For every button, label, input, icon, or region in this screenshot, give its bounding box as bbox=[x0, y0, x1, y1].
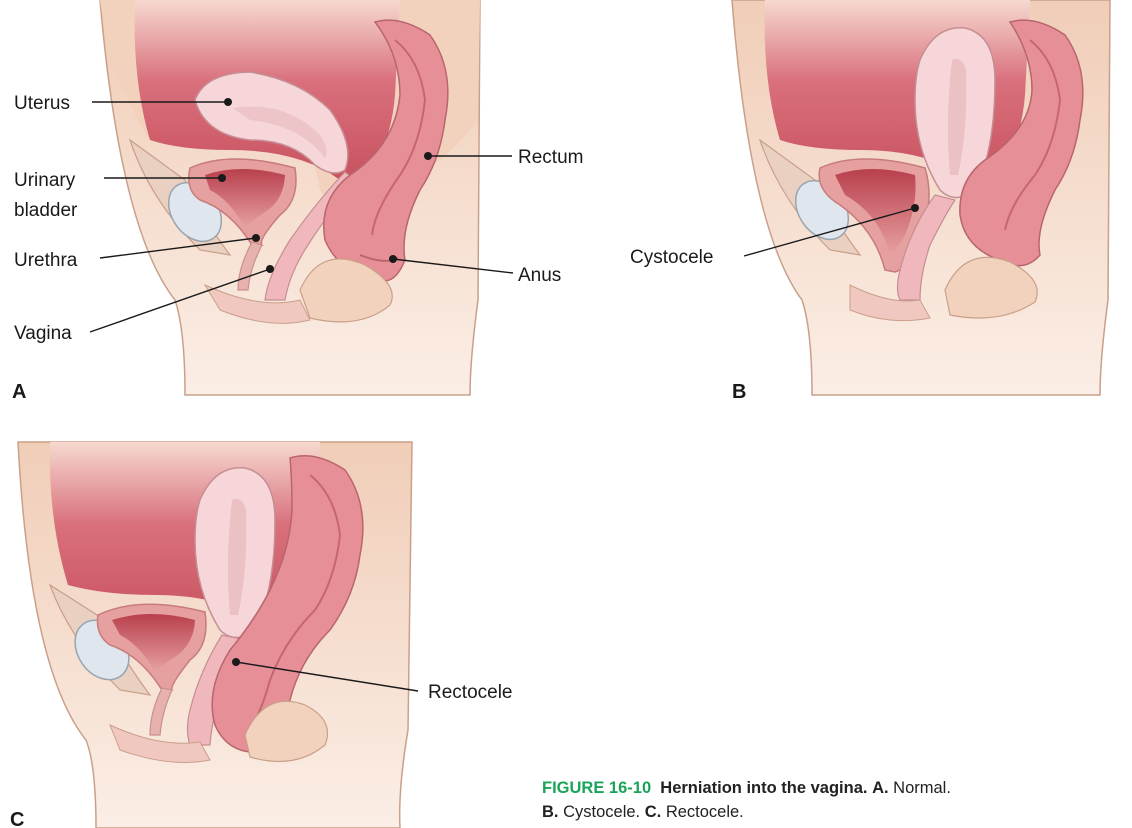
label-cystocele: Cystocele bbox=[630, 247, 713, 268]
label-urethra: Urethra bbox=[14, 250, 78, 271]
label-urinary-line2: bladder bbox=[14, 200, 78, 221]
caption-c-key: C. bbox=[645, 803, 662, 821]
label-anus: Anus bbox=[518, 265, 561, 286]
panel-letter-c: C bbox=[10, 809, 24, 828]
panel-b-illustration bbox=[732, 0, 1110, 395]
caption-c-text: Rectocele. bbox=[666, 803, 744, 821]
figure-number: FIGURE 16-10 bbox=[542, 779, 651, 797]
figure-title: Herniation into the vagina. bbox=[660, 779, 867, 797]
label-uterus: Uterus bbox=[14, 93, 70, 114]
caption-b-text: Cystocele. bbox=[563, 803, 640, 821]
panel-a-illustration bbox=[100, 0, 480, 395]
label-urinary-line1: Urinary bbox=[14, 170, 76, 191]
label-vagina: Vagina bbox=[14, 323, 72, 344]
figure-caption: FIGURE 16-10 Herniation into the vagina.… bbox=[542, 776, 1132, 828]
caption-b-key: B. bbox=[542, 803, 559, 821]
panel-c-illustration bbox=[18, 442, 412, 828]
panel-letter-b: B bbox=[732, 381, 746, 403]
panel-letter-a: A bbox=[12, 381, 26, 403]
caption-a-key: A. bbox=[872, 779, 889, 797]
caption-a-text: Normal. bbox=[893, 779, 951, 797]
label-rectum: Rectum bbox=[518, 147, 583, 168]
label-rectocele: Rectocele bbox=[428, 682, 513, 703]
